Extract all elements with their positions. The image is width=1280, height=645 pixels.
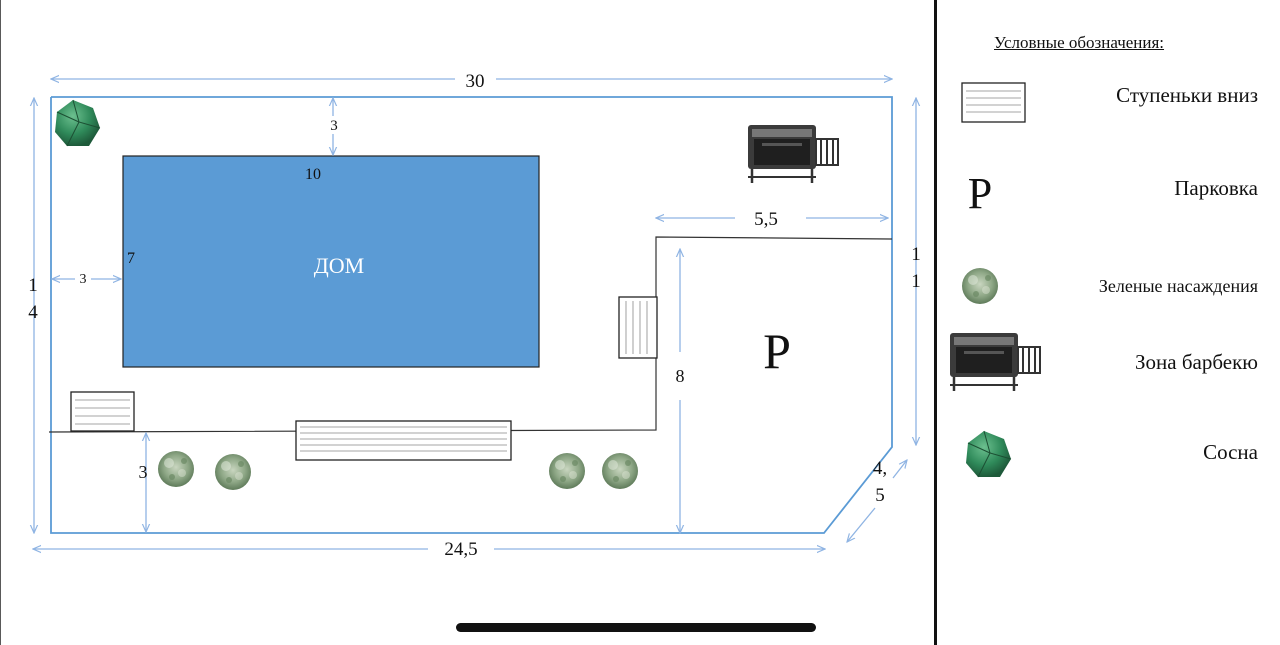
legend-label-parking: Парковка [1174,176,1258,200]
legend-label-stairs: Ступеньки вниз [1116,83,1258,107]
pine-icon [965,430,1012,478]
home-indicator[interactable] [456,623,816,632]
dim-house-height: 7 [127,250,135,267]
bbq-grill [746,123,840,185]
dim-line [847,507,876,542]
dim-corner-cut-2: 5 [875,485,885,506]
legend-label-bbq: Зона барбекю [1135,350,1258,374]
bbq-grill-icon [948,331,1042,393]
legend-label-greenery: Зеленые насаждения [1098,276,1258,296]
stairs-icon [961,82,1026,123]
dim-left-height-2: 4 [28,302,38,323]
dim-parking-width: 5,5 [754,209,778,230]
pine-tree [54,99,101,147]
dim-left-height-1: 1 [28,275,38,296]
dim-top-width: 30 [466,71,485,92]
house-label: ДОМ [314,253,364,278]
dim-line [892,460,907,479]
dim-corner-cut-1: 4, [873,458,887,479]
stairs-right [618,296,658,359]
dim-parking-depth: 8 [676,366,685,386]
plot-boundary [50,96,893,534]
legend-label-pine: Сосна [1203,440,1258,464]
shrub [158,451,194,487]
parking-symbol: P [763,323,791,379]
dim-right-height-2: 1 [911,271,921,292]
dim-right-height-1: 1 [911,244,921,265]
dim-house-width: 10 [305,166,321,183]
shrub-icon [962,268,998,304]
stairs-center [295,420,512,461]
dim-strip-depth: 3 [139,462,148,482]
shrub [549,453,585,489]
shrub [602,453,638,489]
stairs-left [70,391,135,432]
dim-bottom-width: 24,5 [444,539,477,560]
dim-house-to-top: 3 [330,118,338,134]
dim-house-to-left: 3 [80,272,87,287]
house [122,155,540,368]
shrub [215,454,251,490]
parking-icon: P [968,169,992,218]
legend-title: Условные обозначения: [994,33,1165,52]
